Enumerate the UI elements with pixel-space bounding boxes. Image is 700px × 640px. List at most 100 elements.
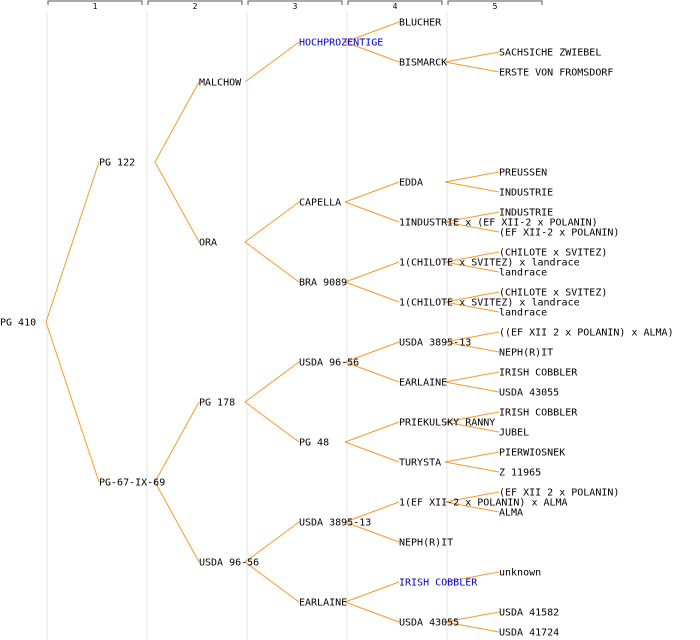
pedigree-node: PRIEKULSKY RANNY — [399, 418, 495, 429]
pedigree-node: ORA — [199, 238, 217, 249]
pedigree-node: USDA 3895-13 — [399, 338, 471, 349]
pedigree-node: ((EF XII 2 x POLANIN) x ALMA) — [499, 328, 674, 339]
pedigree-edge — [344, 21, 400, 43]
pedigree-node: (EF XII-2 x POLANIN) — [499, 228, 619, 239]
pedigree-node: 1(EF XII-2 x POLANIN) x ALMA — [399, 498, 568, 509]
pedigree-edge — [444, 611, 500, 623]
pedigree-edge — [444, 211, 500, 223]
pedigree-edge — [154, 81, 200, 163]
pedigree-node: MALCHOW — [199, 78, 242, 89]
pedigree-edge — [244, 201, 300, 243]
pedigree-node: USDA 41582 — [499, 608, 559, 619]
pedigree-edges — [45, 21, 500, 633]
pedigree-node: PG-67-IX-69 — [99, 478, 165, 489]
pedigree-node: PG 48 — [299, 438, 329, 449]
column-number: 1 — [93, 2, 98, 11]
pedigree-edge — [344, 521, 400, 543]
pedigree-edge — [244, 561, 300, 603]
column-bracket — [347, 0, 443, 5]
pedigree-edge — [154, 401, 200, 483]
pedigree-node: USDA 41724 — [499, 628, 559, 639]
pedigree-edge — [444, 371, 500, 383]
pedigree-edge — [344, 281, 400, 303]
pedigree-node: Z 11965 — [499, 468, 541, 479]
pedigree-edge — [444, 571, 500, 583]
pedigree-node: IRISH COBBLER — [499, 368, 578, 379]
pedigree-node: BISMARCK — [399, 58, 447, 69]
pedigree-node: NEPH(R)IT — [399, 538, 453, 549]
pedigree-node: IRISH COBBLER — [499, 408, 578, 419]
pedigree-edge — [444, 61, 500, 73]
pedigree-edge — [45, 321, 100, 483]
pedigree-edge — [444, 451, 500, 463]
pedigree-edge — [344, 41, 400, 63]
pedigree-node: landrace — [499, 308, 547, 319]
pedigree-node: PREUSSEN — [499, 168, 547, 179]
pedigree-node: EARLAINE — [299, 598, 347, 609]
pedigree-edge — [444, 171, 500, 183]
pedigree-node: USDA 96-56 — [199, 558, 259, 569]
pedigree-node: ALMA — [499, 508, 523, 519]
column-number: 2 — [193, 2, 198, 11]
pedigree-node-link[interactable]: HOCHPROZENTIGE — [299, 38, 383, 49]
pedigree-edge — [344, 581, 400, 603]
pedigree-edge — [444, 251, 500, 263]
column-grid: 1 2 3 4 5 — [46, 0, 543, 640]
pedigree-edge — [344, 601, 400, 623]
pedigree-edge — [244, 401, 300, 443]
pedigree-edge — [344, 361, 400, 383]
pedigree-edge — [444, 381, 500, 393]
pedigree-node: unknown — [499, 568, 541, 579]
pedigree-edge — [344, 421, 400, 443]
pedigree-edge — [244, 41, 300, 83]
pedigree-edge — [344, 201, 400, 223]
pedigree-edge — [444, 221, 500, 233]
pedigree-edge — [344, 441, 400, 463]
pedigree-node: PG 122 — [99, 158, 135, 169]
pedigree-node: (CHILOTE x SVITEZ) — [499, 248, 607, 259]
pedigree-edge — [154, 481, 200, 563]
pedigree-node-link[interactable]: IRISH COBBLER — [399, 578, 478, 589]
pedigree-node: PG 178 — [199, 398, 235, 409]
column-number: 3 — [293, 2, 298, 11]
pedigree-edge — [444, 261, 500, 273]
pedigree-node: NEPH(R)IT — [499, 348, 553, 359]
pedigree-node: INDUSTRIE — [499, 208, 553, 219]
pedigree-edge — [444, 181, 500, 193]
pedigree-node: (CHILOTE x SVITEZ) — [499, 288, 607, 299]
pedigree-edge — [344, 341, 400, 363]
pedigree-node: (EF XII 2 x POLANIN) — [499, 488, 619, 499]
pedigree-node: USDA 3895-13 — [299, 518, 371, 529]
pedigree-edge — [444, 501, 500, 513]
pedigree-node: 1(CHILOTE x SVITEZ) x landrace — [399, 258, 580, 269]
pedigree-node: USDA 43055 — [399, 618, 459, 629]
pedigree-edge — [444, 421, 500, 433]
pedigree-edge — [344, 181, 400, 203]
column-bracket — [447, 0, 543, 5]
pedigree-node: PG 410 — [0, 318, 36, 329]
column-number: 4 — [393, 2, 398, 11]
pedigree-node: JUBEL — [499, 428, 529, 439]
column-number: 5 — [493, 2, 498, 11]
pedigree-node: 1(CHILOTE x SVITEZ) x landrace — [399, 298, 580, 309]
pedigree-edge — [244, 521, 300, 563]
pedigree-edge — [444, 411, 500, 423]
pedigree-node: EDDA — [399, 178, 423, 189]
pedigree-node: USDA 96-56 — [299, 358, 359, 369]
pedigree-edge — [244, 241, 300, 283]
column-bracket — [147, 0, 243, 5]
pedigree-edge — [444, 491, 500, 503]
pedigree-node: EARLAINE — [399, 378, 447, 389]
pedigree-node: TURYSTA — [399, 458, 441, 469]
pedigree-edge — [154, 161, 200, 243]
pedigree-edge — [444, 621, 500, 633]
column-bracket — [47, 0, 143, 5]
pedigree-node: INDUSTRIE — [499, 188, 553, 199]
pedigree-edge — [444, 341, 500, 353]
pedigree-node: SACHSICHE ZWIEBEL — [499, 48, 601, 59]
pedigree-edge — [444, 291, 500, 303]
pedigree-node: BRA 9089 — [299, 278, 347, 289]
